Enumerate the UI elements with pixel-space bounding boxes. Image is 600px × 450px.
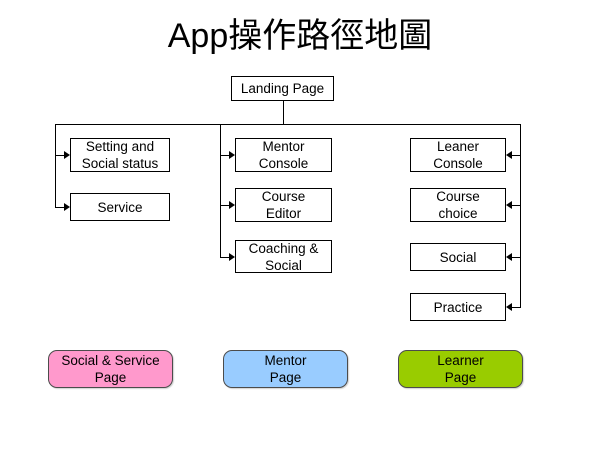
connector-middle-to-coaching-social xyxy=(220,257,229,258)
connector-right-to-course-choice xyxy=(512,205,521,206)
connector-left-to-setting xyxy=(55,155,64,156)
node-course-choice[interactable]: Course choice xyxy=(410,188,506,222)
page-title: App操作路徑地圖 xyxy=(167,17,433,55)
arrow-middle-to-course-editor-icon xyxy=(229,201,235,209)
arrow-right-to-course-choice-icon xyxy=(506,201,512,209)
connector-middle-trunk xyxy=(220,124,221,257)
connector-left-trunk xyxy=(55,124,56,207)
node-service[interactable]: Service xyxy=(70,193,170,221)
legend-learner-page[interactable]: Learner Page xyxy=(398,350,523,388)
connector-right-to-practice xyxy=(512,307,521,308)
node-landing-page[interactable]: Landing Page xyxy=(231,76,334,101)
arrow-right-to-leaner-console-icon xyxy=(506,151,512,159)
connector-middle-to-mentor-console xyxy=(220,155,229,156)
connector-root-stem xyxy=(283,101,284,124)
arrow-left-to-setting-icon xyxy=(64,151,70,159)
node-leaner-console[interactable]: Leaner Console xyxy=(410,138,506,172)
node-coaching-and-social[interactable]: Coaching & Social xyxy=(235,240,332,273)
connector-right-trunk xyxy=(520,124,521,307)
node-social[interactable]: Social xyxy=(410,243,506,271)
arrow-right-to-practice-icon xyxy=(506,303,512,311)
connector-right-to-leaner-console xyxy=(512,155,521,156)
node-course-editor[interactable]: Course Editor xyxy=(235,188,332,222)
arrow-right-to-social-icon xyxy=(506,253,512,261)
legend-social-service-page[interactable]: Social & Service Page xyxy=(48,350,173,388)
legend-mentor-page[interactable]: Mentor Page xyxy=(223,350,348,388)
connector-left-to-service xyxy=(55,207,64,208)
node-mentor-console[interactable]: Mentor Console xyxy=(235,138,332,172)
connector-middle-to-course-editor xyxy=(220,205,229,206)
arrow-middle-to-mentor-console-icon xyxy=(229,151,235,159)
node-setting-and-social-status[interactable]: Setting and Social status xyxy=(70,138,170,172)
connector-right-to-social xyxy=(512,257,521,258)
connector-bus xyxy=(55,124,521,125)
node-practice[interactable]: Practice xyxy=(410,293,506,321)
arrow-middle-to-coaching-social-icon xyxy=(229,253,235,261)
arrow-left-to-service-icon xyxy=(64,203,70,211)
